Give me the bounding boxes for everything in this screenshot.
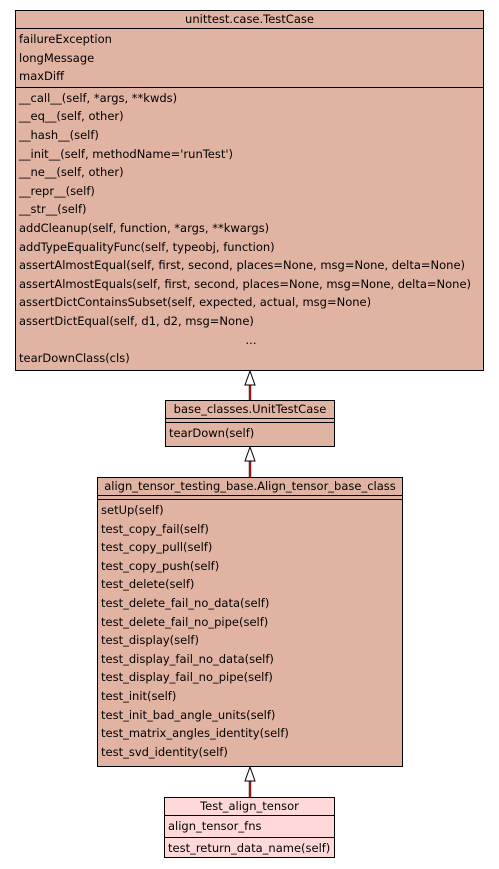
method-item: test_svd_identity(self) xyxy=(101,744,228,759)
class-title: align_tensor_testing_base.Align_tensor_b… xyxy=(98,478,402,496)
attribute-item: failureException xyxy=(19,32,112,46)
arrowhead-testcase xyxy=(244,369,256,386)
method-item: test_display_fail_no_data(self) xyxy=(101,651,274,666)
method-item: test_delete_fail_no_data(self) xyxy=(101,595,270,610)
more-methods-ellipsis: ... xyxy=(245,332,257,347)
class-align-tensor-base[interactable]: align_tensor_testing_base.Align_tensor_b… xyxy=(97,477,403,767)
method-item: test_matrix_angles_identity(self) xyxy=(101,726,289,741)
attribute-item: maxDiff xyxy=(19,69,65,84)
class-unittestcase[interactable]: base_classes.UnitTestCase tearDown(self) xyxy=(165,400,335,447)
method-item: assertDictEqual(self, d1, d2, msg=None) xyxy=(19,313,254,328)
method-item: addCleanup(self, function, *args, **kwar… xyxy=(19,220,270,235)
method-item: test_init_bad_angle_units(self) xyxy=(101,707,276,722)
method-item: addTypeEqualityFunc(self, typeobj, funct… xyxy=(19,239,275,254)
methods-section: test_return_data_name(self) xyxy=(165,838,334,859)
class-title: Test_align_tensor xyxy=(165,798,334,816)
class-title: unittest.case.TestCase xyxy=(16,11,483,29)
attributes-section: align_tensor_fns xyxy=(165,816,334,838)
method-item: test_display_fail_no_pipe(self) xyxy=(101,670,273,685)
method-item: test_copy_push(self) xyxy=(101,558,220,573)
method-item: __eq__(self, other) xyxy=(19,109,124,124)
method-item: test_init(self) xyxy=(101,688,177,703)
method-item: test_delete(self) xyxy=(101,577,195,592)
class-testcase[interactable]: unittest.case.TestCase failureException l… xyxy=(15,10,484,371)
method-item: __init__(self, methodName='runTest') xyxy=(19,146,234,161)
class-test-align-tensor[interactable]: Test_align_tensor align_tensor_fns test_… xyxy=(164,797,335,858)
attributes-section xyxy=(98,496,402,500)
method-item: test_copy_pull(self) xyxy=(101,540,213,555)
method-item: __ne__(self, other) xyxy=(19,165,124,180)
methods-section: setUp(self) test_copy_fail(self) test_copy… xyxy=(98,500,402,762)
method-item: tearDown(self) xyxy=(169,426,255,440)
method-item: __repr__(self) xyxy=(19,183,95,198)
method-item: test_copy_fail(self) xyxy=(101,521,209,536)
method-item: __hash__(self) xyxy=(19,127,99,142)
attributes-section: failureException longMessage maxDiff xyxy=(16,29,483,88)
method-item: assertAlmostEquals(self, first, second, … xyxy=(19,276,472,291)
method-item: test_delete_fail_no_pipe(self) xyxy=(101,614,269,629)
method-item: test_display(self) xyxy=(101,633,199,648)
method-item: assertAlmostEqual(self, first, second, p… xyxy=(19,258,466,273)
arrowhead-alignbase xyxy=(244,765,256,782)
method-item: setUp(self) xyxy=(101,503,164,517)
method-item: __str__(self) xyxy=(19,202,87,217)
arrowhead-unittestcase xyxy=(244,445,256,462)
method-item: test_return_data_name(self) xyxy=(168,840,331,855)
class-title: base_classes.UnitTestCase xyxy=(166,401,334,419)
attribute-item: align_tensor_fns xyxy=(168,819,262,833)
method-item: tearDownClass(cls) xyxy=(19,351,130,366)
attributes-section xyxy=(166,419,334,423)
method-item: assertDictContainsSubset(self, expected,… xyxy=(19,295,372,310)
attribute-item: longMessage xyxy=(19,50,95,65)
methods-section: __call__(self, *args, **kwds) __eq__(self… xyxy=(16,88,483,369)
method-item: __call__(self, *args, **kwds) xyxy=(19,90,178,105)
methods-section: tearDown(self) xyxy=(166,423,334,444)
